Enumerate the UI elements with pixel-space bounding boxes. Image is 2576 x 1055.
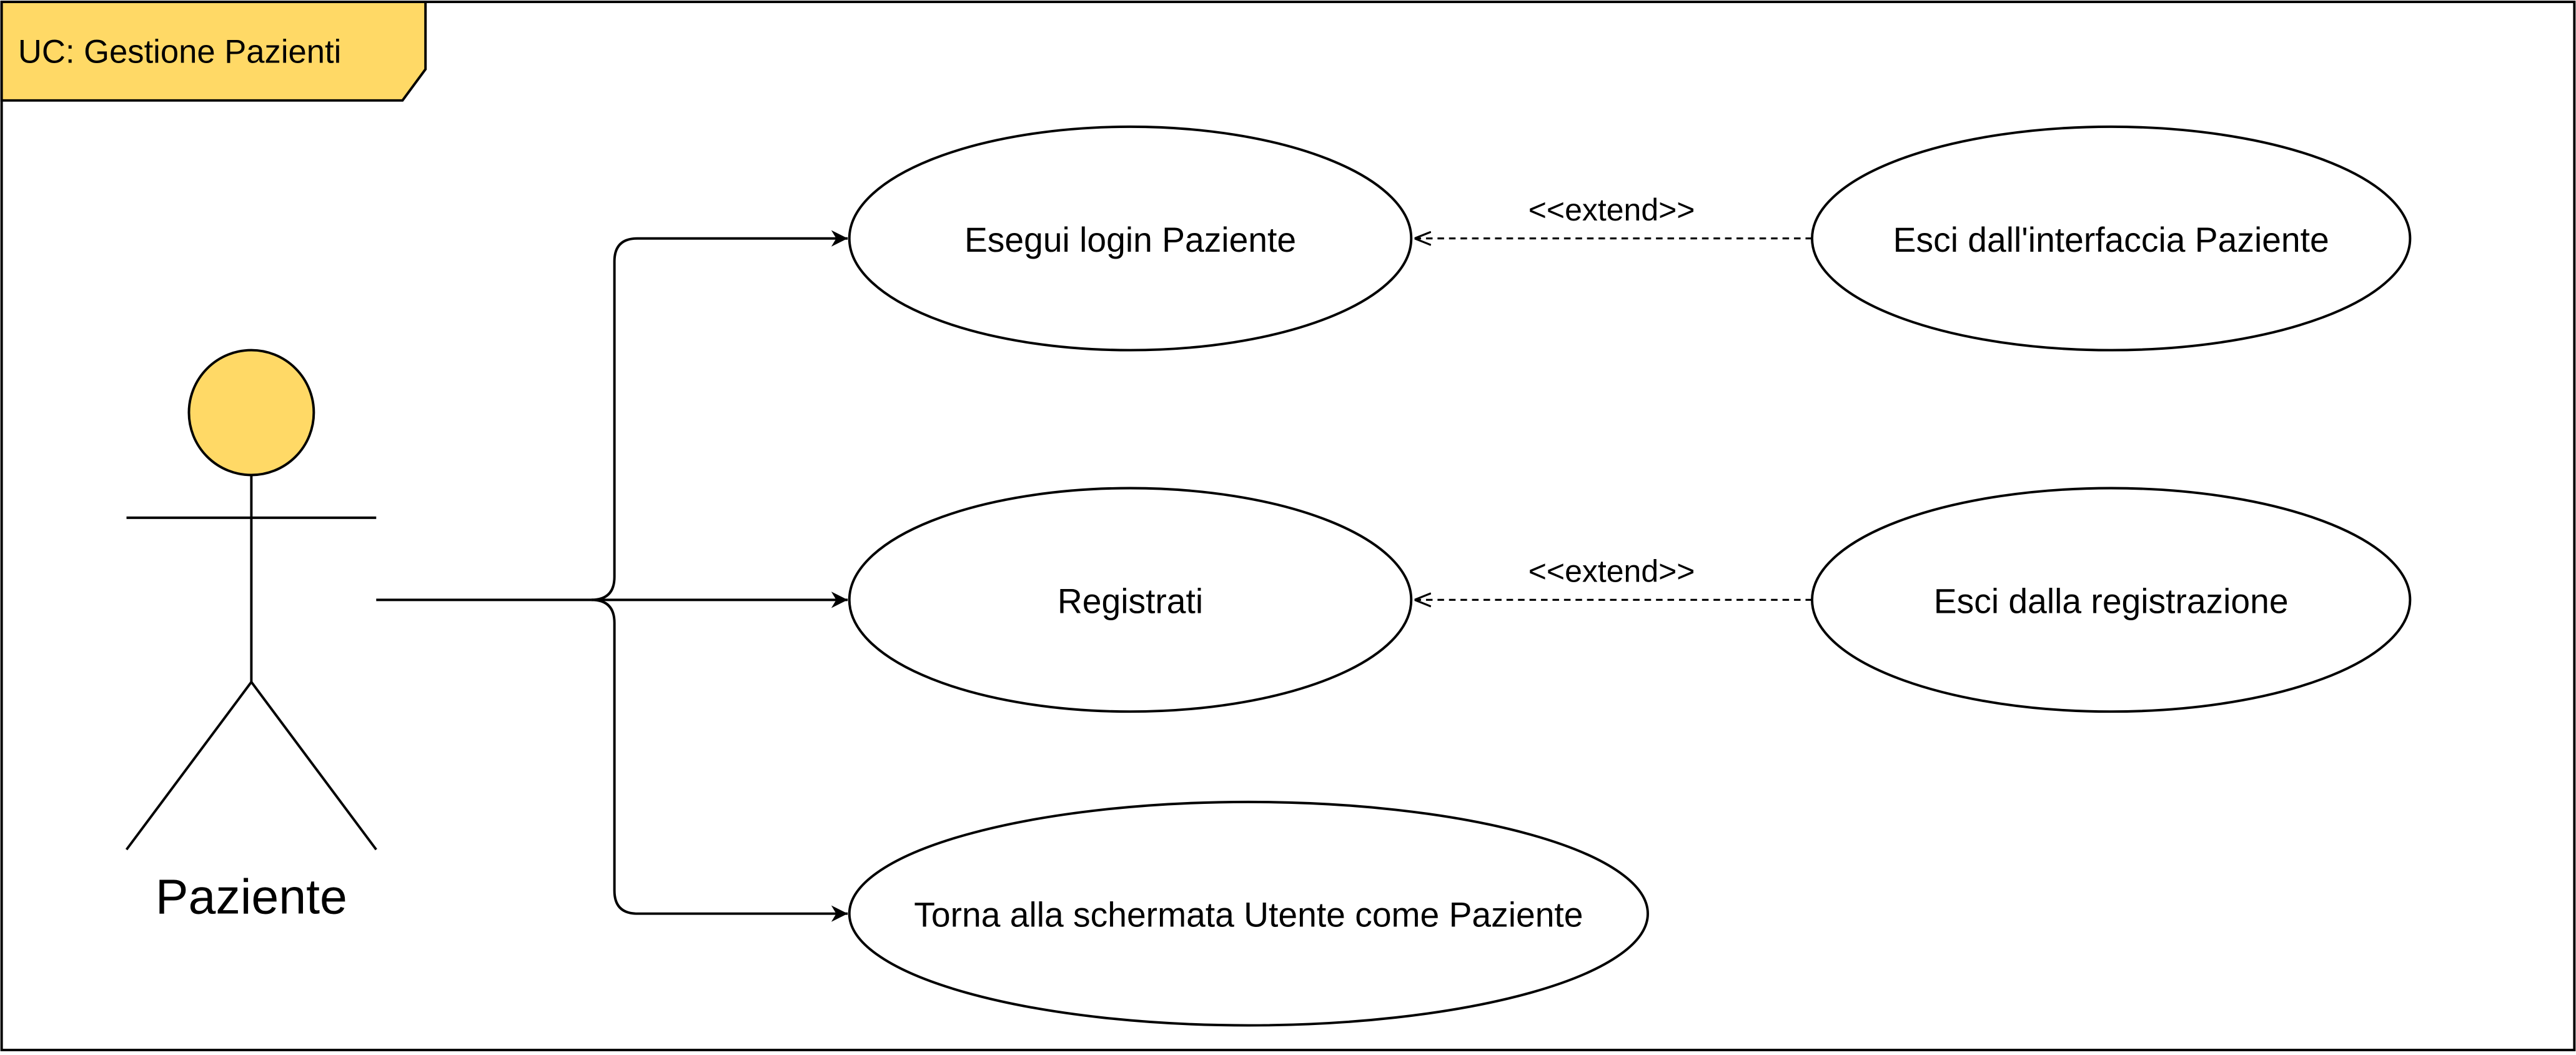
- use-case-label: Torna alla schermata Utente come Pazient…: [914, 896, 1583, 934]
- use-case-esci-registrazione[interactable]: Esci dalla registrazione: [1811, 487, 2412, 713]
- use-case-ellipse: [848, 487, 1413, 713]
- use-case-esci-interfaccia[interactable]: Esci dall'interfaccia Paziente: [1811, 125, 2412, 352]
- association-connectors: [376, 230, 848, 922]
- use-case-login[interactable]: Esegui login Paziente: [848, 125, 1413, 352]
- extend-relation-login: <<extend>>: [1414, 192, 1813, 239]
- use-case-label: Registrati: [1058, 582, 1203, 620]
- actor-paziente[interactable]: Paziente: [125, 349, 377, 924]
- association-login: [591, 230, 848, 602]
- use-case-registrati[interactable]: Registrati: [848, 487, 1413, 713]
- extend-label: <<extend>>: [1528, 553, 1695, 588]
- extend-label: <<extend>>: [1528, 192, 1695, 227]
- actor-head: [187, 349, 315, 477]
- actor-left-leg: [125, 681, 252, 851]
- use-case-label: Esci dall'interfaccia Paziente: [1893, 220, 2329, 259]
- frame-title-tab: [0, 1, 427, 102]
- association-torna: [591, 598, 848, 922]
- actor-right-leg: [250, 681, 377, 851]
- frame-title: UC: Gestione Pazienti: [18, 33, 341, 70]
- actor-label: Paziente: [156, 869, 347, 924]
- use-case-label: Esegui login Paziente: [964, 220, 1296, 259]
- extend-relation-registrati: <<extend>>: [1414, 553, 1813, 600]
- use-case-label: Esci dalla registrazione: [1934, 582, 2289, 620]
- use-case-ellipse: [848, 800, 1649, 1027]
- use-case-ellipse: [848, 125, 1413, 352]
- use-case-torna[interactable]: Torna alla schermata Utente come Pazient…: [848, 800, 1649, 1027]
